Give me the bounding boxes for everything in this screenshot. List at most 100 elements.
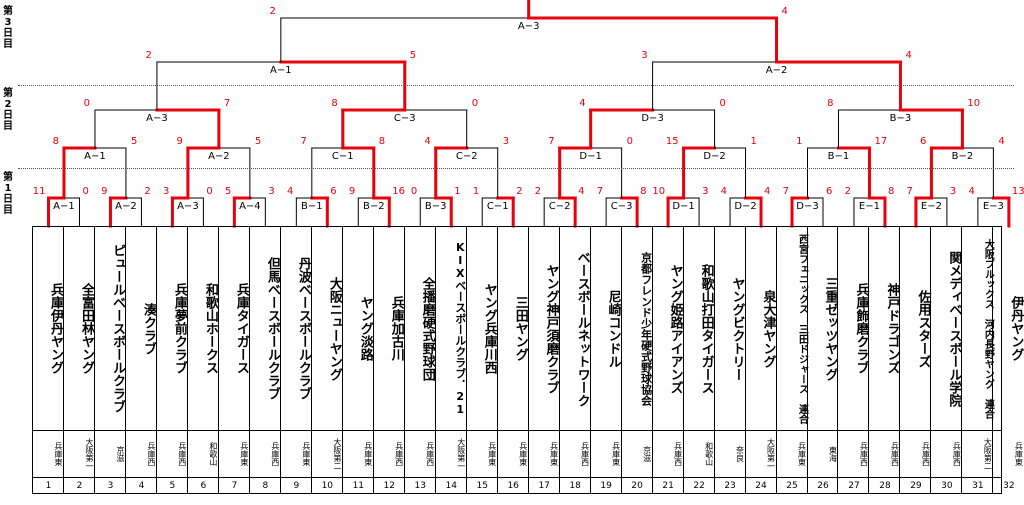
match-score: 3	[950, 186, 956, 197]
match-score: 7	[300, 136, 306, 147]
team-region: 大阪第一	[456, 438, 466, 470]
team-name: 全播磨硬式野球団	[419, 276, 435, 381]
team-number: 23	[724, 481, 736, 491]
match-label: E−1	[859, 201, 880, 212]
match-label: A−2	[208, 151, 230, 162]
table-column-divider	[62, 226, 64, 494]
team-number: 21	[662, 481, 674, 491]
match-score: 5	[131, 136, 137, 147]
team-region: 兵庫西	[394, 442, 404, 466]
team-number: 12	[383, 481, 395, 491]
team-number: 30	[941, 481, 953, 491]
team-name: 西宮フェニックス 三田ドジャース 連合	[796, 233, 808, 424]
team-name: ヤング神戸須磨クラブ	[543, 263, 559, 394]
team-region: 大阪第二	[332, 438, 342, 470]
team-number: 31	[972, 481, 984, 491]
team-name: 泉大津ヤング	[760, 289, 776, 368]
team-region: 大阪第二	[983, 438, 993, 470]
match-score: 1	[796, 136, 802, 147]
match-label: A−1	[53, 201, 75, 212]
match-label: A−3	[518, 21, 540, 32]
table-column-divider	[527, 226, 529, 494]
team-name: 三田ヤング	[512, 296, 528, 361]
team-number: 32	[1003, 481, 1015, 491]
match-score: 5	[255, 136, 261, 147]
team-name: 佐用スターズ	[915, 289, 931, 368]
match-score: 7	[548, 136, 554, 147]
match-score: 9	[349, 186, 355, 197]
team-name: 京都フレンド少年硬式野球協会	[639, 251, 653, 406]
match-label: A−2	[115, 201, 137, 212]
table-column-divider	[558, 226, 560, 494]
table-divider	[32, 477, 1002, 478]
table-column-divider	[961, 226, 963, 494]
team-region: 兵庫東	[797, 442, 807, 466]
match-label: A−3	[146, 113, 168, 124]
team-region: 兵庫西	[890, 442, 900, 466]
team-name: 和歌山ホークス	[202, 283, 218, 374]
match-score: 1	[454, 186, 460, 197]
team-number: 4	[138, 481, 145, 491]
table-column-divider	[992, 226, 994, 494]
match-score: 0	[411, 186, 417, 197]
match-score: 4	[782, 6, 788, 17]
match-label: E−3	[983, 201, 1004, 212]
team-region: 京滋	[115, 446, 125, 462]
match-score: 4	[424, 136, 430, 147]
match-score: 3	[163, 186, 169, 197]
day-label-char: 第	[3, 88, 13, 99]
match-label: E−2	[921, 201, 942, 212]
match-score: 1	[751, 136, 757, 147]
team-number: 17	[538, 481, 550, 491]
team-number: 19	[600, 481, 612, 491]
match-score: 2	[269, 6, 275, 17]
team-name: 兵庫伊丹ヤング	[48, 283, 63, 374]
match-label: C−1	[332, 151, 354, 162]
match-label: D−1	[579, 151, 601, 162]
match-score: 1	[473, 186, 479, 197]
day-label-char: 1	[4, 183, 12, 194]
team-name: 但馬ベースボールクラブ	[264, 257, 280, 400]
day-label-char: 目	[3, 205, 13, 216]
table-column-divider	[434, 226, 436, 494]
match-score: 6	[826, 186, 832, 197]
match-score: 4	[287, 186, 293, 197]
team-name: ヤング兵庫川西	[481, 283, 497, 374]
table-column-divider	[341, 226, 343, 494]
match-score: 3	[503, 136, 509, 147]
match-score: 16	[392, 186, 405, 197]
team-number: 24	[755, 481, 767, 491]
match-score: 0	[720, 98, 726, 109]
team-region: 兵庫東	[301, 442, 311, 466]
match-label: B−3	[890, 113, 912, 124]
day-label-char: 第	[3, 6, 13, 17]
match-score: 0	[627, 136, 633, 147]
match-label: A−1	[84, 151, 106, 162]
team-name: 大阪ニューヤング	[326, 276, 342, 381]
table-column-divider	[713, 226, 715, 494]
team-region: 兵庫西	[673, 442, 683, 466]
table-column-divider	[837, 226, 839, 494]
table-column-divider	[682, 226, 684, 494]
table-divider	[32, 430, 1002, 431]
match-label: B−2	[952, 151, 974, 162]
team-number: 29	[910, 481, 922, 491]
match-score: 9	[177, 136, 183, 147]
match-score: 17	[874, 136, 887, 147]
table-column-divider	[589, 226, 591, 494]
team-number: 25	[786, 481, 798, 491]
match-label: A−4	[239, 201, 261, 212]
team-name: ヤングビクトリー	[729, 276, 745, 381]
team-name: 三重ゼッツヤング	[822, 276, 838, 381]
table-column-divider	[899, 226, 901, 494]
table-column-divider	[744, 226, 746, 494]
match-score: 0	[82, 186, 88, 197]
table-column-divider	[620, 226, 622, 494]
match-score: 7	[907, 186, 913, 197]
table-column-divider	[155, 226, 157, 494]
table-column-divider	[372, 226, 374, 494]
team-name: 兵庫タイガース	[233, 283, 249, 374]
team-number: 26	[817, 481, 829, 491]
team-region: 和歌山	[704, 442, 714, 466]
